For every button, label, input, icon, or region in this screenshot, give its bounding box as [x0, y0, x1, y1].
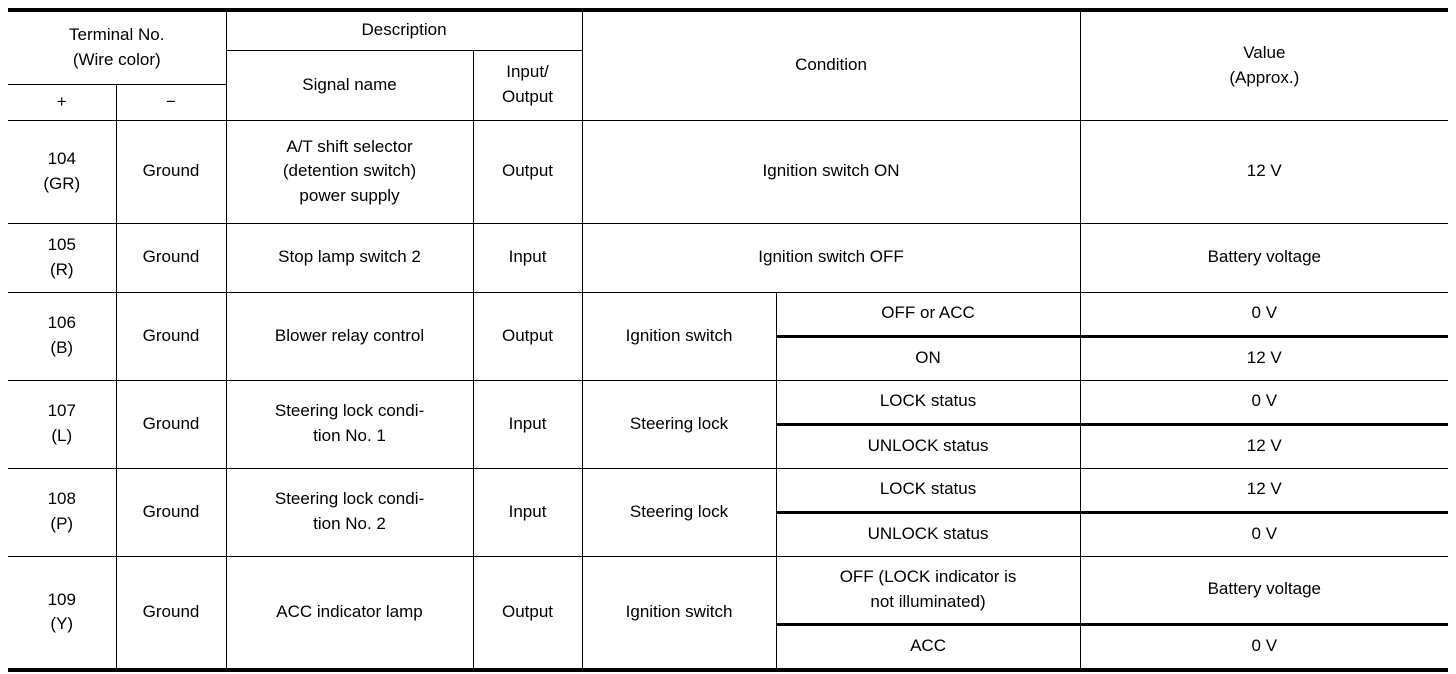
- signal-name-cell-107: Steering lock condi- tion No. 1: [225, 379, 474, 469]
- condition-cell-109: Ignition switch: [581, 555, 777, 671]
- table-row-106a: 106 (B) Ground Blower relay control Outp…: [8, 291, 1449, 381]
- table-row-107b: UNLOCK status 12 V: [8, 422, 1449, 469]
- table-row-107a: 107 (L) Ground Steering lock condi- tion…: [8, 379, 1449, 469]
- io-cell-107: Input: [472, 379, 583, 469]
- header-condition: Condition: [581, 9, 1081, 121]
- terminal-cell-106: 106 (B): [8, 291, 117, 381]
- condition-state-cell-106a: OFF or ACC: [775, 291, 1081, 337]
- value-cell-104: 12 V: [1079, 119, 1449, 224]
- signal-name-cell-104: A/T shift selector (detention switch) po…: [225, 119, 474, 224]
- ground-cell-105: Ground: [115, 222, 227, 293]
- condition-cell-108: Steering lock: [581, 467, 777, 557]
- terminal-cell-105: 105 (R): [8, 222, 117, 293]
- condition-cell-105: Ignition switch OFF: [581, 222, 1081, 293]
- table-row-108a: 108 (P) Ground Steering lock condi- tion…: [8, 467, 1449, 557]
- condition-state-cell-107b: UNLOCK status: [775, 422, 1081, 469]
- table-row-109a: 109 (Y) Ground ACC indicator lamp Output…: [8, 555, 1449, 671]
- header-plus: +: [8, 83, 117, 121]
- terminal-reference-sheet: Terminal No. (Wire color) Description Co…: [8, 8, 1449, 672]
- ground-cell-108: Ground: [115, 467, 227, 557]
- io-cell-104: Output: [472, 119, 583, 224]
- header-input-output: Input/ Output: [472, 49, 583, 121]
- table-row-108b: UNLOCK status 0 V: [8, 510, 1449, 557]
- terminal-values-table: Terminal No. (Wire color) Description Co…: [8, 8, 1449, 672]
- terminal-cell-109: 109 (Y): [8, 555, 117, 671]
- ground-cell-106: Ground: [115, 291, 227, 381]
- signal-name-cell-109: ACC indicator lamp: [225, 555, 474, 671]
- signal-name-cell-108: Steering lock condi- tion No. 2: [225, 467, 474, 557]
- value-cell-107a: 0 V: [1079, 379, 1449, 425]
- signal-name-cell-106: Blower relay control: [225, 291, 474, 381]
- condition-state-cell-109a: OFF (LOCK indicator is not illuminated): [775, 555, 1081, 625]
- ground-cell-107: Ground: [115, 379, 227, 469]
- condition-cell-106: Ignition switch: [581, 291, 777, 381]
- value-cell-108b: 0 V: [1079, 510, 1449, 557]
- value-cell-106b: 12 V: [1079, 334, 1449, 381]
- header-signal-name: Signal name: [225, 49, 474, 121]
- header-description: Description: [225, 9, 583, 51]
- terminal-cell-108: 108 (P): [8, 467, 117, 557]
- header-terminal-no: Terminal No. (Wire color): [8, 9, 227, 85]
- condition-cell-104: Ignition switch ON: [581, 119, 1081, 224]
- terminal-cell-104: 104 (GR): [8, 119, 117, 224]
- value-cell-109a: Battery voltage: [1079, 555, 1449, 625]
- io-cell-106: Output: [472, 291, 583, 381]
- value-cell-108a: 12 V: [1079, 467, 1449, 513]
- value-cell-107b: 12 V: [1079, 422, 1449, 469]
- header-value: Value (Approx.): [1079, 9, 1449, 121]
- io-cell-109: Output: [472, 555, 583, 671]
- ground-cell-104: Ground: [115, 119, 227, 224]
- table-row-105: 105 (R) Ground Stop lamp switch 2 Input …: [8, 222, 1449, 293]
- header-row-3: + −: [8, 83, 1448, 121]
- terminal-cell-107: 107 (L): [8, 379, 117, 469]
- signal-name-cell-105: Stop lamp switch 2: [225, 222, 474, 293]
- header-minus: −: [115, 83, 227, 121]
- condition-state-cell-108b: UNLOCK status: [775, 510, 1081, 557]
- value-cell-109b: 0 V: [1079, 622, 1449, 671]
- io-cell-108: Input: [472, 467, 583, 557]
- condition-state-cell-109b: ACC: [775, 622, 1081, 671]
- condition-cell-107: Steering lock: [581, 379, 777, 469]
- condition-state-cell-108a: LOCK status: [775, 467, 1081, 513]
- value-cell-106a: 0 V: [1079, 291, 1449, 337]
- io-cell-105: Input: [472, 222, 583, 293]
- condition-state-cell-106b: ON: [775, 334, 1081, 381]
- table-row-109b: ACC 0 V: [8, 622, 1449, 671]
- header-row-1: Terminal No. (Wire color) Description Co…: [8, 9, 1449, 121]
- value-cell-105: Battery voltage: [1079, 222, 1449, 293]
- header-row-2: Signal name Input/ Output: [8, 49, 1448, 121]
- condition-state-cell-107a: LOCK status: [775, 379, 1081, 425]
- ground-cell-109: Ground: [115, 555, 227, 671]
- table-row-106b: ON 12 V: [8, 334, 1449, 381]
- table-row-104: 104 (GR) Ground A/T shift selector (dete…: [8, 119, 1449, 224]
